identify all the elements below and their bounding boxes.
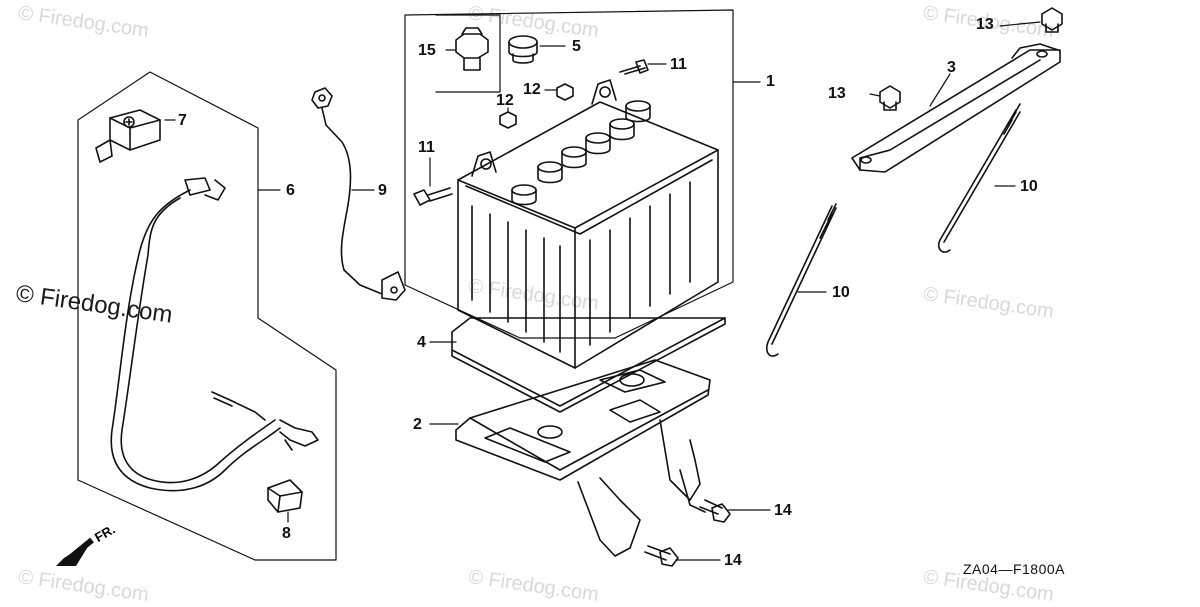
bolt-lower-part — [413, 187, 453, 206]
positive-cable-part — [110, 177, 319, 492]
bolt-14-part — [644, 545, 679, 567]
ground-cable-part — [311, 87, 406, 301]
callout-13a: 13 — [828, 85, 846, 102]
filler-cap-part — [508, 35, 538, 64]
callout-6: 6 — [286, 182, 295, 199]
battery-tray-part — [455, 359, 711, 557]
hold-down-rod-part — [937, 103, 1021, 253]
nut-13-part — [1041, 7, 1063, 33]
cap-group-frame — [435, 14, 501, 93]
battery-pad-part — [451, 317, 726, 413]
vent-cap-part — [455, 27, 489, 71]
callout-9: 9 — [378, 182, 387, 199]
bolt-upper-part — [619, 59, 649, 75]
callout-11a: 11 — [670, 56, 687, 73]
bolt-14-part — [699, 499, 731, 523]
callout-3: 3 — [947, 59, 956, 76]
front-arrow-icon — [56, 537, 94, 566]
terminal-cover-part — [95, 109, 161, 163]
callout-14a: 14 — [774, 502, 792, 519]
callout-11b: 11 — [418, 139, 435, 156]
callout-15: 15 — [418, 42, 436, 59]
callout-12b: 12 — [496, 92, 514, 109]
nut-part — [499, 111, 517, 129]
cable-group-frame — [77, 71, 337, 561]
callout-10a: 10 — [832, 284, 850, 301]
callout-12a: 12 — [523, 81, 541, 98]
cable-boot-part — [267, 479, 303, 513]
hold-down-bracket-part — [851, 43, 1061, 173]
callout-8: 8 — [282, 525, 291, 542]
nut-13-part — [879, 85, 901, 111]
nut-part — [556, 83, 574, 101]
battery-part — [457, 79, 719, 369]
callout-4: 4 — [417, 334, 426, 351]
callout-13b: 13 — [976, 16, 994, 33]
callout-1: 1 — [766, 73, 775, 90]
battery-frame — [404, 9, 734, 339]
callout-10b: 10 — [1020, 178, 1038, 195]
hold-down-rod-part — [765, 203, 837, 357]
callout-14b: 14 — [724, 552, 742, 569]
drawing-code: ZA04—F1800A — [963, 561, 1065, 577]
callout-7: 7 — [178, 112, 187, 129]
callout-5: 5 — [572, 38, 581, 55]
callout-2: 2 — [413, 416, 422, 433]
